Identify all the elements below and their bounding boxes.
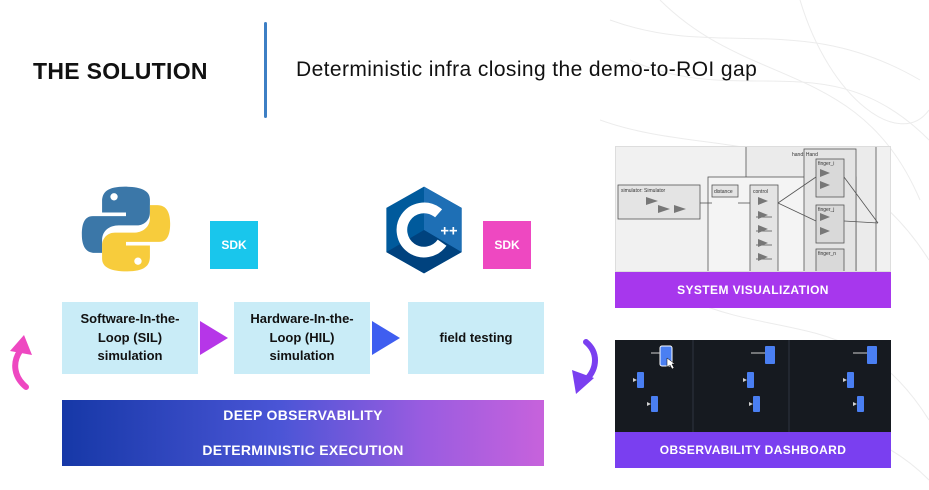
observability-dashboard-label: OBSERVABILITY DASHBOARD	[615, 432, 891, 468]
diagram-label-control: control	[753, 189, 768, 195]
banner-line-deterministic-execution: DETERMINISTIC EXECUTION	[202, 442, 404, 458]
title-divider	[264, 22, 267, 118]
observability-dashboard-screenshot	[615, 340, 891, 432]
stage-hil-simulation: Hardware-In-the-Loop (HIL) simulation	[234, 302, 370, 374]
python-sdk-badge: SDK	[210, 221, 258, 269]
diagram-label-hand: hand: Hand	[792, 152, 818, 158]
stage-arrow-2	[372, 321, 400, 355]
stage-field-testing: field testing	[408, 302, 544, 374]
svg-text:++: ++	[440, 224, 457, 240]
cpp-sdk-badge: SDK	[483, 221, 531, 269]
diagram-label-simulator: simulator: Simulator	[621, 188, 666, 194]
page-title: THE SOLUTION	[33, 58, 208, 84]
diagram-label-finger-j: finger_j	[818, 207, 834, 213]
stage-arrow-1	[200, 321, 228, 355]
system-visualization-label: SYSTEM VISUALIZATION	[615, 272, 891, 308]
banner-line-deep-observability: DEEP OBSERVABILITY	[223, 407, 383, 423]
observability-banner: DEEP OBSERVABILITY DETERMINISTIC EXECUTI…	[62, 400, 544, 466]
python-logo-icon	[81, 186, 171, 272]
observability-dashboard-panel: OBSERVABILITY DASHBOARD	[615, 340, 891, 468]
diagram-label-finger-i: finger_i	[818, 161, 834, 167]
stage-sil-simulation: Software-In-the-Loop (SIL) simulation	[62, 302, 198, 374]
system-diagram: simulator: Simulator distance control ha…	[617, 147, 879, 271]
cpp-logo-icon: ++	[386, 186, 462, 274]
observability-timeline	[633, 340, 877, 432]
loop-arrow-left-icon	[10, 335, 32, 390]
page-subtitle: Deterministic infra closing the demo-to-…	[296, 58, 758, 81]
diagram-label-finger-n: finger_n	[818, 251, 836, 257]
system-diagram-screenshot: simulator: Simulator distance control ha…	[615, 146, 891, 272]
loop-arrow-right-icon	[572, 339, 598, 394]
system-visualization-panel: simulator: Simulator distance control ha…	[615, 146, 891, 308]
diagram-label-distance: distance	[714, 189, 733, 195]
